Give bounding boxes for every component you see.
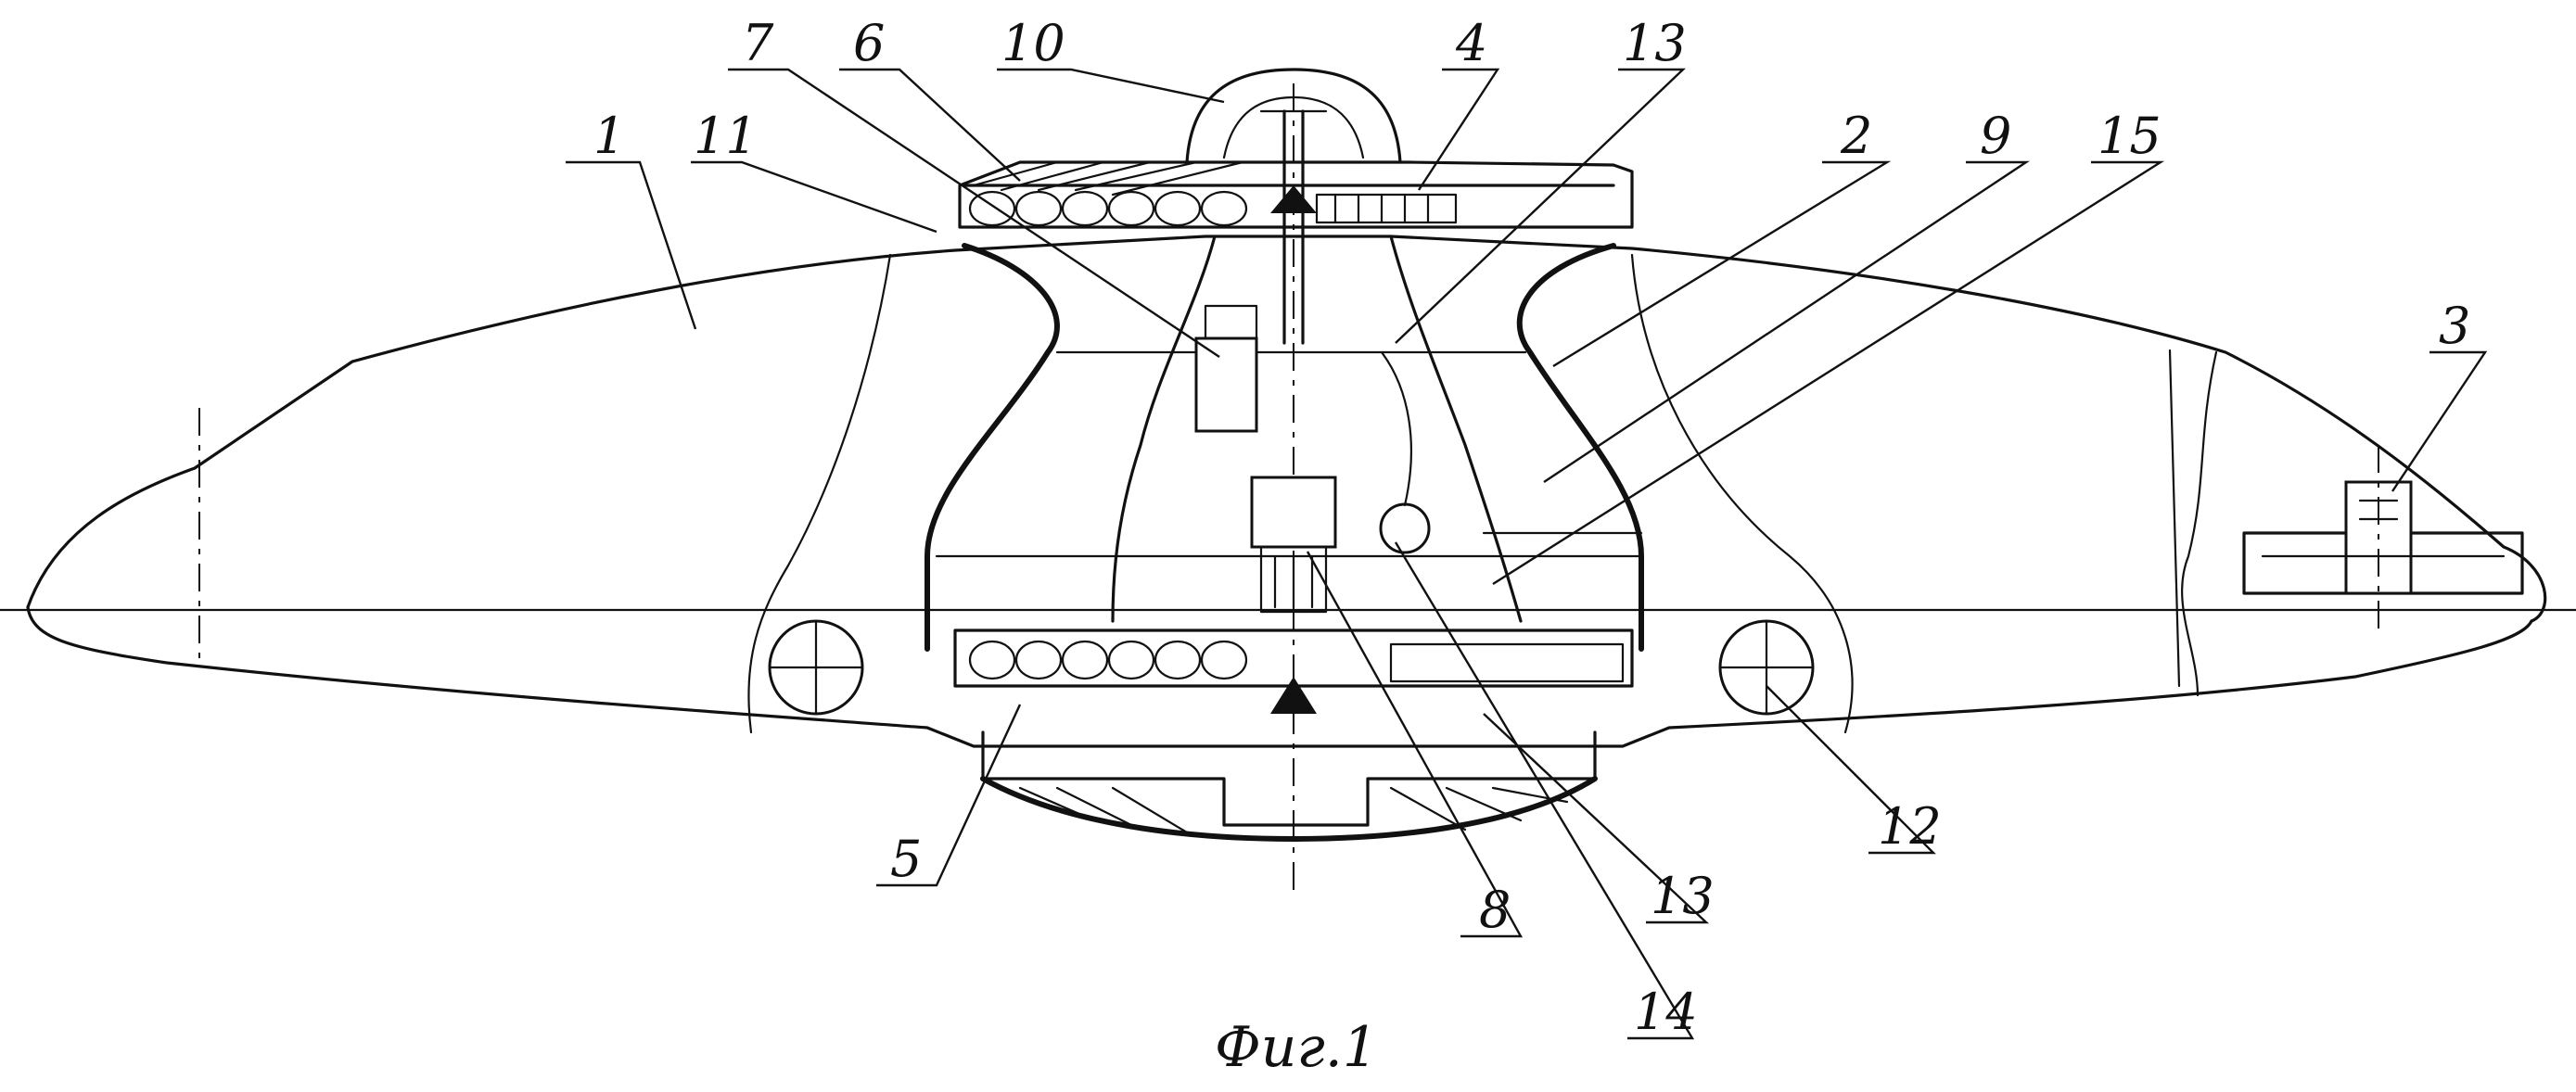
callout-numbers: 1 11 7 6 10 4 13 2 9 15 3 5 8 14 13 12 (593, 14, 2470, 1041)
callout-leaders (566, 68, 2488, 1040)
callout-4: 4 (1455, 14, 1487, 72)
side-wheels (768, 619, 1815, 716)
outer-hull (0, 235, 2576, 748)
upper-turbine (958, 68, 1634, 345)
callout-8: 8 (1479, 881, 1511, 939)
callout-9: 9 (1980, 107, 2011, 165)
callout-15: 15 (2098, 107, 2162, 165)
engine-unit (2242, 445, 2524, 630)
callout-7: 7 (742, 14, 774, 72)
callout-1: 1 (593, 107, 625, 165)
callout-3: 3 (2439, 297, 2470, 355)
callout-6: 6 (853, 14, 885, 72)
callout-5: 5 (890, 830, 922, 888)
callout-11: 11 (694, 107, 758, 165)
callout-13-top: 13 (1623, 14, 1687, 72)
callout-12: 12 (1878, 797, 1942, 856)
internal-units (1194, 304, 1431, 614)
callout-14: 14 (1634, 983, 1698, 1041)
callout-2: 2 (1840, 107, 1872, 165)
callout-13-bottom: 13 (1651, 867, 1715, 925)
figure-caption: Фиг.1 (1215, 1015, 1378, 1080)
lower-turbine (953, 629, 1634, 842)
callout-10: 10 (1001, 14, 1065, 72)
